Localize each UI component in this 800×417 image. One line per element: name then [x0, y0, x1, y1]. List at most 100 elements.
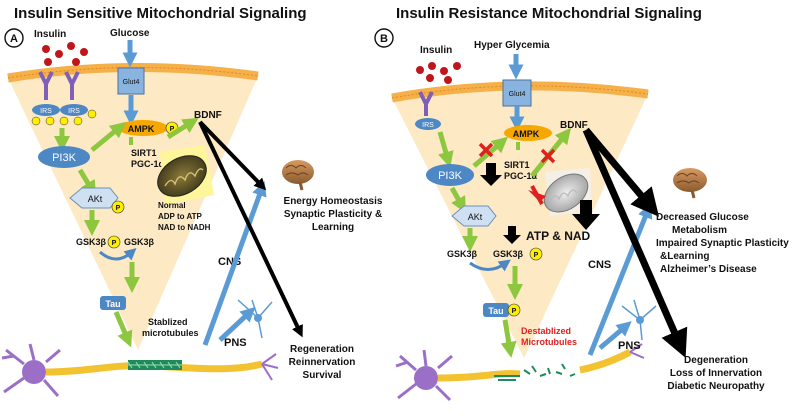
panel-a-glucose-label: Glucose [110, 28, 150, 39]
panel-b-insulin-label: Insulin [420, 45, 452, 56]
panel-b-down-arrow-sirt1 [480, 163, 502, 186]
panel-b-neuron [395, 343, 645, 402]
panel-a-sirt1: SIRT1 [131, 148, 157, 158]
panel-b-microtubule-label-2: Microtubules [521, 337, 577, 347]
panel-b-gsk-cycle [469, 259, 511, 272]
panel-b-bdnf: BDNF [560, 120, 588, 131]
panel-a-tau [100, 296, 126, 310]
panel-b-letter: B [380, 33, 388, 45]
panel-b-pns-outcome-3: Diabetic Neuropathy [667, 381, 765, 392]
panel-b-brain-icon [673, 168, 707, 199]
panel-b-down-arrow-mito [572, 200, 600, 230]
panel-b-akt [451, 205, 497, 227]
svg-text:P: P [112, 240, 117, 247]
panel-b-bdnf-cns-arrow [583, 127, 660, 217]
panel-b-cns-outcome-4: &Learning [660, 251, 709, 262]
panel-b-block-bdnf [540, 148, 556, 164]
panel-a-gsk-left: GSK3β [76, 237, 107, 247]
panel-b-cns-arrow [587, 203, 653, 356]
panel-b-microtubule-label-1: Destablized [521, 326, 571, 336]
panel-b-pi3k [426, 164, 474, 186]
panel-b-pgc: PGC-1α [504, 171, 538, 181]
panel-b-cns-neuron [621, 299, 657, 341]
panel-a-letter: A [10, 33, 18, 45]
panel-a-mito-note-1: Normal [158, 201, 186, 210]
svg-text:IRS: IRS [68, 108, 80, 115]
panel-a-ampk [118, 120, 168, 136]
panel-a-irs-phos [31, 109, 97, 126]
panel-a-irs-1 [32, 104, 60, 116]
panel-b-cns-outcome-2: Metabolism [672, 225, 727, 236]
panel-a-irs-2 [60, 104, 88, 116]
svg-text:IRS: IRS [422, 122, 434, 129]
panel-a-pi3k [38, 146, 90, 168]
svg-text:P: P [512, 308, 517, 315]
panel-b-block-pi3k-ampk [478, 142, 494, 158]
panel-a-insulin-receptors [38, 71, 80, 100]
svg-text:P: P [534, 252, 539, 259]
panel-b-cns-outcome-5: Alzheimer’s Disease [660, 264, 757, 275]
panel-a-funnel [8, 67, 258, 350]
panel-a-gsk-cycle [99, 248, 137, 261]
panel-b-atp-nad: ATP & NAD [526, 229, 591, 243]
svg-text:AKt: AKt [468, 212, 483, 222]
panel-b-glucose-label: Hyper Glycemia [474, 40, 550, 51]
panel-a-cns-outcome-1: Energy Homeostasis [284, 196, 383, 207]
svg-text:P: P [116, 205, 121, 212]
svg-text:PI3K: PI3K [438, 170, 463, 182]
panel-a-glut4 [117, 67, 145, 95]
panel-b-cns-outcome-3: Impaired Synaptic Plasticity [656, 238, 789, 249]
panel-b-gsk-left: GSK3β [447, 249, 478, 259]
panel-a-bdnf-pns-arrow [198, 121, 303, 338]
panel-b-pns: PNS [618, 340, 641, 352]
panel-a-pns-outcome-2: Reinnervation [289, 357, 356, 368]
svg-text:AKt: AKt [88, 194, 103, 204]
panel-a-cns-outcome-3: Learning [312, 222, 354, 233]
svg-text:AMPK: AMPK [128, 124, 155, 134]
panel-b-sirt1: SIRT1 [504, 160, 530, 170]
panel-b-pns-outcome-2: Loss of Innervation [670, 368, 762, 379]
panel-a-pns: PNS [224, 337, 247, 349]
svg-text:Tau: Tau [488, 306, 503, 316]
panel-a-gsk-right: GSK3β [124, 237, 155, 247]
svg-text:AMPK: AMPK [513, 129, 540, 139]
svg-text:P: P [170, 126, 175, 133]
panel-a-pgc: PGC-1α [131, 159, 165, 169]
panel-b-cns: CNS [588, 259, 611, 271]
svg-text:Glut4: Glut4 [509, 91, 526, 98]
panel-a-mito-note-2: ADP to ATP [158, 212, 203, 221]
svg-text:PI3K: PI3K [52, 152, 77, 164]
svg-text:Glut4: Glut4 [123, 79, 140, 86]
panel-b-tau [483, 303, 509, 317]
panel-a-akt [69, 187, 119, 209]
panel-b-funnel [392, 85, 648, 359]
panel-a-pns-outcome-3: Survival [303, 370, 342, 381]
panel-a-badge [4, 28, 24, 48]
panel-b-title: Insulin Resistance Mitochondrial Signali… [396, 5, 702, 22]
panel-b-down-arrow-atp [503, 226, 521, 244]
svg-text:Tau: Tau [105, 299, 120, 309]
panel-a-bdnf-cns-arrow [198, 120, 267, 191]
panel-a-bdnf: BDNF [194, 110, 222, 121]
panel-b-pns-outcome-1: Degeneration [684, 355, 748, 366]
panel-a: Insulin Sensitive Mitochondrial Signalin… [1, 5, 383, 397]
panel-b-pns-arrow [598, 321, 632, 350]
panel-a-pns-arrow [218, 306, 256, 342]
panel-a-title: Insulin Sensitive Mitochondrial Signalin… [14, 5, 307, 22]
panel-a-mito-note-3: NAD to NADH [158, 223, 211, 232]
panel-a-microtubule-label-2: microtubules [142, 328, 199, 338]
panel-b-badge [374, 28, 394, 48]
panel-a-brain-icon [282, 160, 314, 191]
panel-b-insulin-molecules [416, 62, 461, 84]
panel-a-pns-outcome-1: Regeneration [290, 344, 354, 355]
panel-a-insulin-molecules [42, 42, 88, 66]
panel-b: Insulin Resistance Mitochondrial Signali… [374, 5, 789, 402]
panel-a-mitochondrion [157, 155, 207, 197]
panel-b-irs [415, 118, 441, 130]
panel-a-microtubule-label-1: Stablized [148, 317, 188, 327]
panel-b-gsk-right: GSK3β [493, 249, 524, 259]
panel-b-broken-microtubules [494, 363, 576, 381]
panel-a-cns-arrow [202, 180, 267, 346]
